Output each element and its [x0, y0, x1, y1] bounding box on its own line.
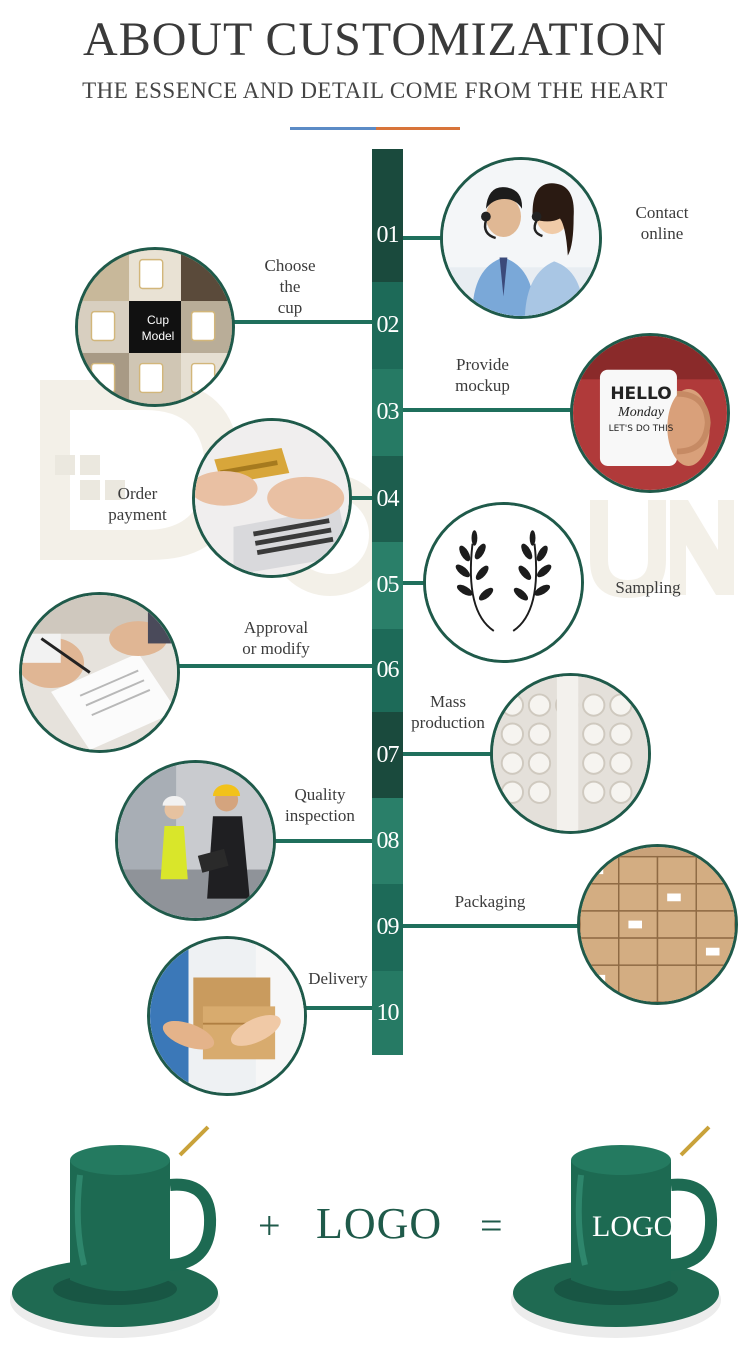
step-08-connector — [275, 839, 372, 843]
step-03-label: Provide mockup — [440, 354, 525, 396]
step-09-number: 09 — [376, 914, 400, 940]
step-10-label-line1: Delivery — [308, 969, 368, 988]
mug-text-lets-do-this: LET'S DO THIS — [608, 424, 674, 434]
step-04-segment: 04 — [372, 456, 403, 542]
step-05-segment: 05 — [372, 542, 403, 629]
step-02-label-line2: the — [279, 277, 301, 296]
cup-model-badge-line1: Cup — [146, 313, 169, 327]
step-04-label-line1: Order — [117, 484, 158, 503]
step-03-number: 03 — [376, 399, 400, 425]
page-subtitle: THE ESSENCE AND DETAIL COME FROM THE HEA… — [82, 78, 668, 103]
step-08-label-line2: inspection — [285, 806, 355, 825]
step-10-label: Delivery — [302, 968, 374, 989]
step-06-label-line2: or modify — [242, 639, 310, 658]
cup-model-badge-line2: Model — [141, 329, 175, 343]
step-01-label-line2: online — [640, 224, 684, 243]
laurel-icon — [423, 502, 584, 663]
step-10-segment: 10 — [372, 971, 403, 1055]
cup-production-icon — [490, 673, 651, 834]
step-08-segment: 08 — [372, 798, 403, 884]
step-07-label: Mass production — [403, 691, 493, 733]
mug-text-hello: HELLO — [610, 384, 672, 404]
step-07-label-line2: production — [411, 713, 485, 732]
step-09-label-line1: Packaging — [454, 892, 526, 911]
step-01-segment: 01 — [372, 149, 403, 282]
step-04-label-line2: payment — [108, 505, 167, 524]
cup-model-badge: Cup Model — [131, 312, 185, 344]
step-07-number: 07 — [376, 741, 400, 768]
step-09-connector — [403, 924, 581, 928]
mug-text-monday: Monday — [618, 405, 664, 420]
step-03-connector — [403, 408, 571, 412]
step-06-number: 06 — [376, 657, 400, 683]
step-02-label: Choose the cup — [250, 255, 330, 318]
step-10-connector — [305, 1006, 372, 1010]
mockup-mug-text: HELLO Monday LET'S DO THIS — [601, 384, 681, 436]
step-05-number: 05 — [376, 572, 400, 598]
step-07-segment: 07 — [372, 712, 403, 798]
divider-orange — [376, 127, 460, 130]
mockup-mug-icon: HELLO Monday LET'S DO THIS — [570, 333, 730, 493]
step-03-label-line1: Provide — [456, 355, 509, 374]
step-05-connector — [403, 581, 425, 585]
plain-mug-icon — [10, 1125, 220, 1338]
logo-equation: + LOGO = LOGO — [0, 1110, 750, 1358]
plus-sign: + — [258, 1203, 281, 1248]
step-06-label-line1: Approval — [243, 618, 309, 637]
logo-mug-icon — [511, 1125, 721, 1338]
cup-catalog-icon: Cup Model — [75, 247, 235, 407]
credit-card-icon — [192, 418, 352, 578]
step-05-label: Sampling — [608, 577, 688, 598]
step-01-connector — [403, 236, 443, 240]
step-08-number: 08 — [376, 827, 400, 854]
cardboard-boxes-icon — [577, 844, 738, 1005]
step-09-label: Packaging — [445, 891, 535, 912]
step-07-label-line1: Mass — [430, 692, 466, 711]
page-title: ABOUT CUSTOMIZATION — [83, 13, 667, 66]
step-03-label-line2: mockup — [455, 376, 510, 395]
step-03-segment: 03 — [372, 369, 403, 456]
customer-service-icon — [440, 157, 602, 319]
step-02-label-line1: Choose — [264, 256, 316, 275]
package-delivery-icon — [147, 936, 307, 1096]
step-01-label: Contact online — [622, 202, 702, 244]
step-02-segment: 02 — [372, 282, 403, 369]
step-09-segment: 09 — [372, 884, 403, 971]
step-04-connector — [350, 496, 372, 500]
step-01-label-line1: Contact — [635, 203, 689, 222]
step-02-number: 02 — [376, 312, 400, 338]
step-07-connector — [403, 752, 493, 756]
divider-blue — [290, 127, 376, 130]
worker-inspection-icon — [115, 760, 276, 921]
step-05-label-line1: Sampling — [615, 578, 681, 597]
step-08-label: Quality inspection — [280, 784, 360, 826]
step-10-number: 10 — [376, 999, 400, 1026]
step-02-label-line3: cup — [277, 298, 303, 317]
equals-sign: = — [480, 1203, 503, 1248]
step-01-number: 01 — [376, 222, 400, 248]
step-08-label-line1: Quality — [294, 785, 346, 804]
timeline-trunk: 01 02 03 04 05 06 07 08 09 10 — [372, 149, 403, 1055]
contract-signing-icon — [19, 592, 180, 753]
step-06-segment: 06 — [372, 629, 403, 712]
step-06-label: Approval or modify — [230, 617, 322, 659]
step-06-connector — [178, 664, 372, 668]
mug-logo-print: LOGO — [592, 1210, 676, 1243]
logo-text: LOGO — [316, 1199, 443, 1248]
step-02-connector — [233, 320, 372, 324]
step-04-label: Order payment — [100, 483, 175, 525]
step-04-number: 04 — [376, 485, 400, 512]
